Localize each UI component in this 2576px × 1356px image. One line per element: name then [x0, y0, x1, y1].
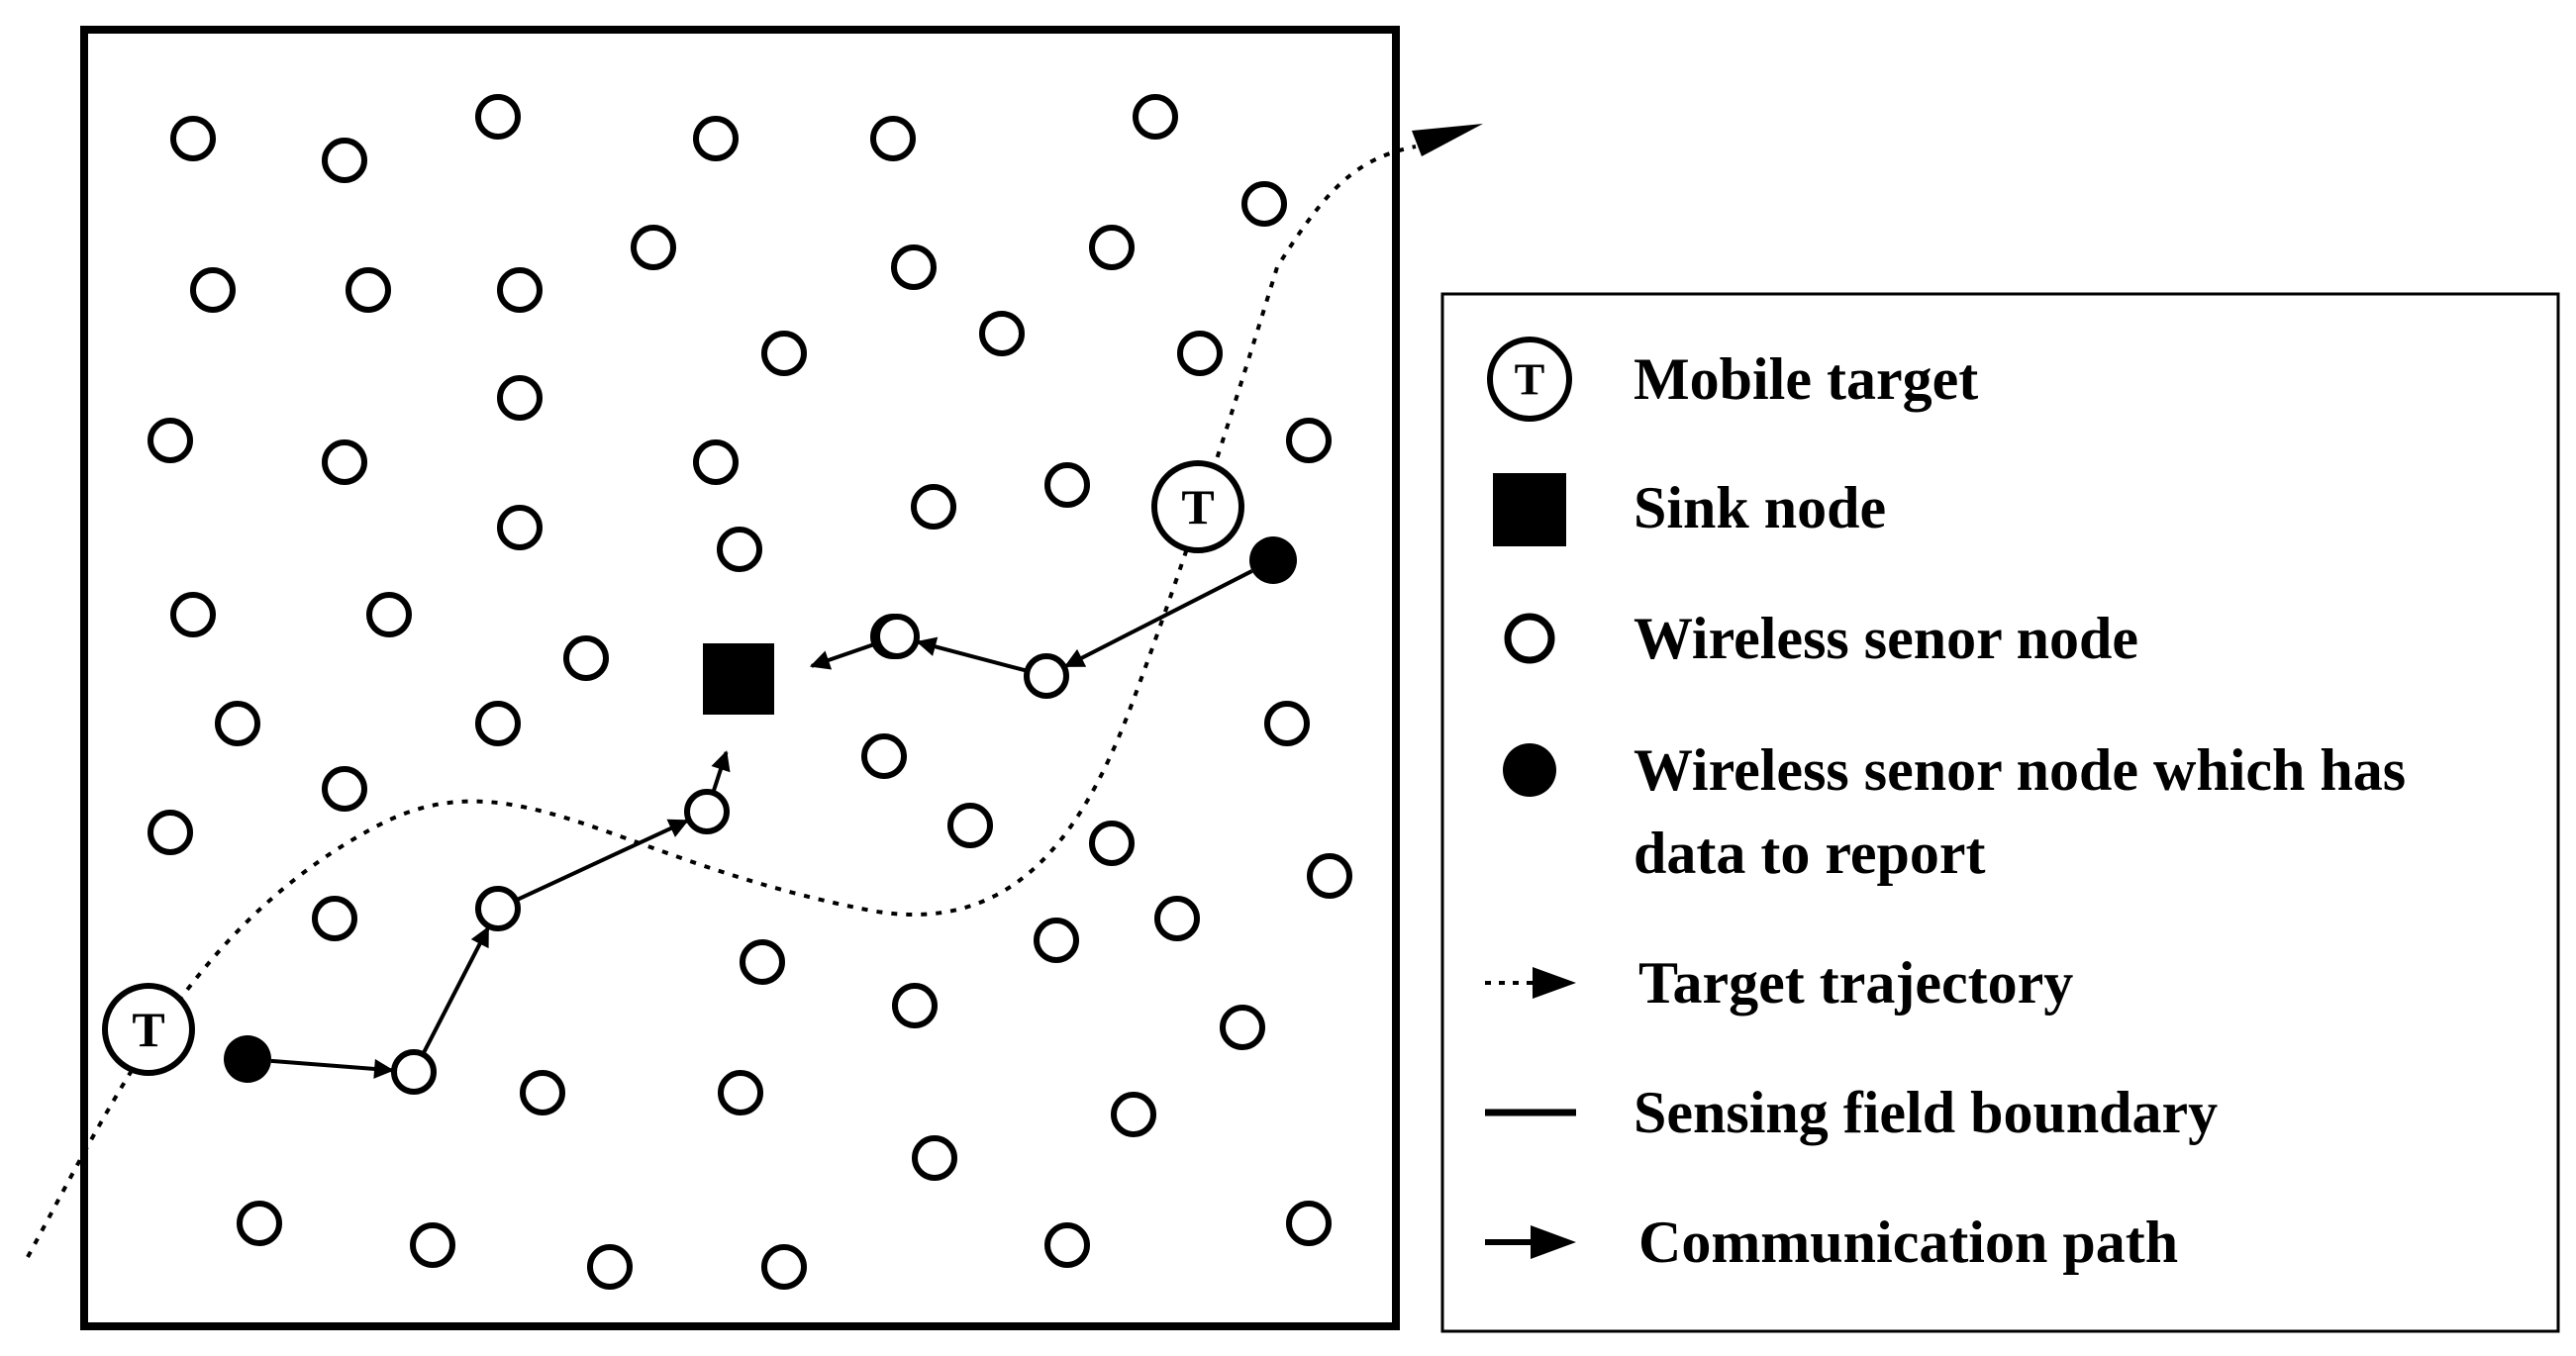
sensor-node	[237, 1201, 282, 1246]
sensing-field-boundary	[80, 26, 1400, 1330]
sensor-node	[148, 418, 193, 463]
legend-reporting-node-label-line2: data to report	[1634, 821, 1986, 886]
trajectory-arrowhead	[1412, 124, 1483, 156]
sink-node	[703, 643, 774, 715]
sensor-node	[1241, 181, 1287, 227]
sensor-node	[1286, 418, 1332, 463]
sensor-node	[497, 375, 543, 421]
sensor-node	[215, 701, 260, 746]
sensor-node	[740, 939, 785, 985]
sensor-node	[1220, 1005, 1265, 1050]
sensor-node	[170, 592, 216, 637]
sensor-node	[587, 1244, 633, 1290]
sensor-node	[631, 225, 676, 270]
legend-mobile-target: T Mobile target	[1487, 337, 1978, 422]
sensor-node	[1154, 896, 1200, 941]
sensor-node	[892, 983, 938, 1028]
sensor-node	[475, 886, 521, 931]
mobile-target: T	[1151, 460, 1244, 553]
sensor-node	[717, 527, 762, 572]
communication-link	[809, 641, 877, 670]
sensor-node	[1307, 853, 1352, 899]
wireless-sensor-nodes	[148, 94, 1352, 1290]
legend-communication-path-label: Communication path	[1638, 1210, 2178, 1275]
sensor-node	[979, 311, 1025, 356]
legend-sensor-node: Wireless senor node	[1504, 606, 2138, 671]
legend-box	[1440, 292, 2560, 1333]
legend-sink-node-label: Sink node	[1634, 475, 1886, 540]
sensor-node	[1044, 462, 1090, 508]
communication-link	[270, 1058, 395, 1079]
sensor-node	[684, 789, 730, 834]
sensor-node	[761, 331, 807, 376]
target-label: T	[132, 1002, 164, 1057]
reporting-node	[1249, 536, 1297, 584]
sensor-node	[410, 1222, 455, 1268]
sensor-node	[693, 439, 739, 485]
sensor-node	[1286, 1201, 1332, 1246]
sensor-node	[1177, 331, 1223, 376]
sensor-node	[693, 116, 739, 161]
sensor-node	[1089, 225, 1135, 270]
sensor-node	[1089, 821, 1135, 866]
legend-field-boundary: Sensing field boundary	[1485, 1080, 2218, 1145]
sensor-node	[911, 484, 956, 530]
legend-field-boundary-label: Sensing field boundary	[1634, 1080, 2218, 1145]
legend-target-symbol: T	[1515, 354, 1545, 405]
sensor-node	[874, 614, 920, 659]
sensor-node	[148, 810, 193, 855]
legend: T Mobile target Sink node Wireless senor…	[1440, 292, 2560, 1333]
sensor-node	[322, 766, 367, 812]
sensor-node	[190, 267, 236, 313]
sensor-node	[322, 439, 367, 485]
legend-reporting-node-label-line1: Wireless senor node which has	[1634, 737, 2406, 803]
sensor-node	[761, 1244, 807, 1290]
sensor-node	[891, 244, 937, 290]
legend-target-trajectory: Target trajectory	[1485, 950, 2073, 1016]
mobile-target: T	[102, 983, 195, 1076]
legend-sink-node: Sink node	[1493, 473, 1886, 546]
sensor-node	[366, 592, 412, 637]
sensor-node	[391, 1049, 437, 1095]
sensor-node	[497, 505, 543, 550]
legend-communication-path: Communication path	[1485, 1210, 2178, 1275]
sensor-node	[563, 635, 609, 681]
sensor-node	[346, 267, 391, 313]
reporting-node	[224, 1035, 271, 1083]
sensor-node	[312, 896, 357, 941]
legend-target-trajectory-label: Target trajectory	[1638, 950, 2073, 1016]
sensor-node	[1264, 701, 1310, 746]
sensor-node	[475, 701, 521, 746]
sensor-node	[1044, 1222, 1090, 1268]
communication-link	[1063, 569, 1253, 668]
sensor-node	[870, 116, 916, 161]
sensor-node	[322, 138, 367, 183]
sensor-node	[861, 733, 907, 779]
sensor-node	[1133, 94, 1178, 140]
communication-paths	[270, 569, 1253, 1079]
communication-link	[916, 636, 1027, 673]
sensor-node	[1024, 653, 1069, 699]
communication-link	[711, 750, 731, 792]
sensor-node	[1111, 1092, 1156, 1137]
sensor-node	[1034, 918, 1079, 963]
sensor-node	[912, 1135, 957, 1181]
sensor-node	[947, 803, 993, 848]
target-label: T	[1181, 479, 1214, 534]
sensor-node	[170, 116, 216, 161]
communication-link	[517, 819, 689, 902]
communication-link	[422, 925, 490, 1054]
legend-sensor-node-label: Wireless senor node	[1634, 606, 2138, 671]
legend-reporting-node: Wireless senor node which has data to re…	[1503, 737, 2406, 886]
sensor-node	[497, 267, 543, 313]
sensor-node	[475, 94, 521, 140]
sensor-node	[520, 1070, 565, 1115]
legend-mobile-target-label: Mobile target	[1634, 346, 1978, 412]
sensor-node	[718, 1070, 763, 1115]
